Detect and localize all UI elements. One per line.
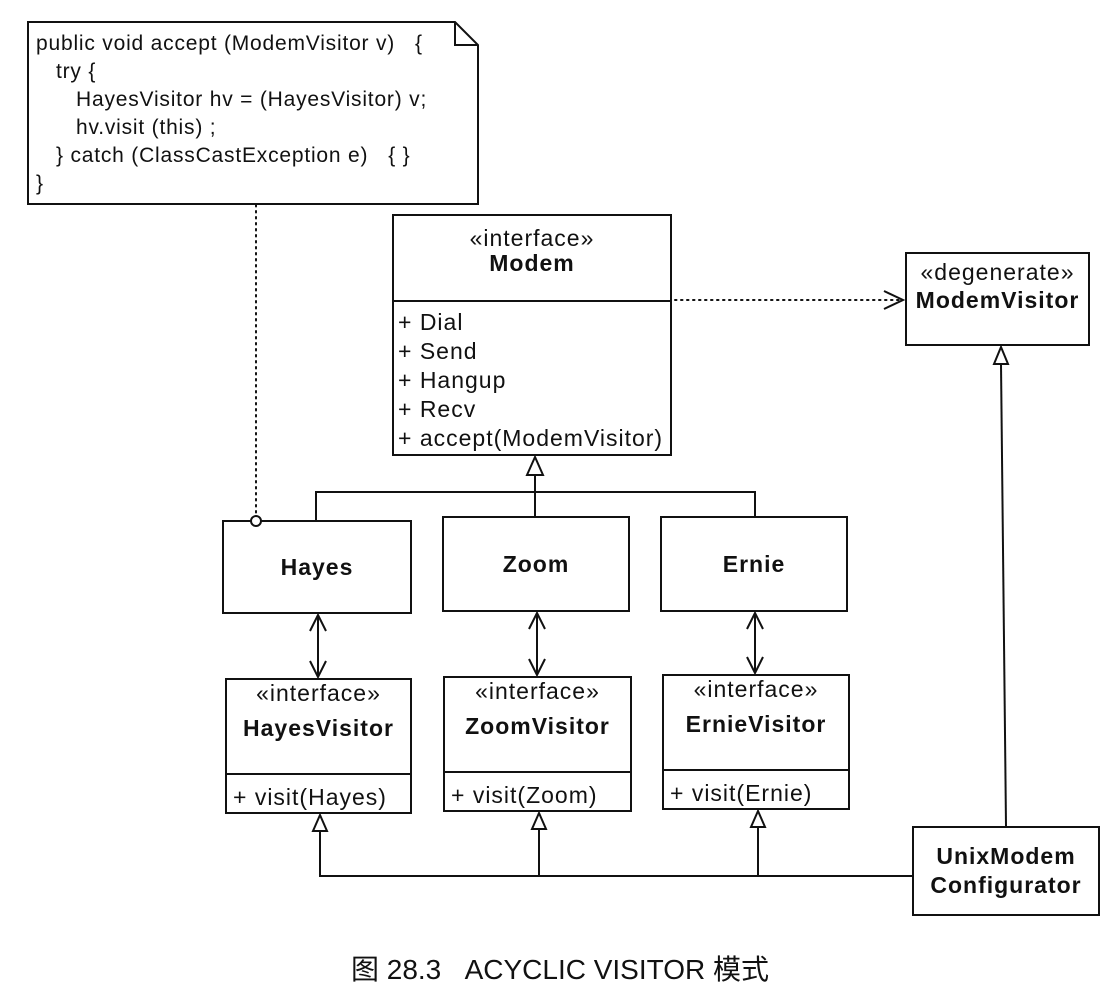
modem-operation-recv: + Recv <box>398 396 477 422</box>
modem-visitor-stereotype: «degenerate» <box>920 259 1075 285</box>
ernie-association-arrowhead-up <box>746 610 764 630</box>
hayes-association-arrowhead-down <box>309 660 327 680</box>
modem-operation-dial: + Dial <box>398 309 464 335</box>
modem-operation-hangup: + Hangup <box>398 367 507 393</box>
modem-class-name: Modem <box>489 250 575 276</box>
modem-operations: + Dial + Send + Hangup + Recv + accept(M… <box>394 300 670 453</box>
note-line: try { <box>56 60 97 83</box>
zoom-visitor-box: «interface» ZoomVisitor + visit(Zoom) <box>443 676 632 812</box>
hayes-visitor-inheritance-arrowhead <box>311 812 329 832</box>
hayes-class-box: Hayes <box>222 520 412 614</box>
zoom-visitor-operations: + visit(Zoom) <box>445 771 630 809</box>
figure-caption: 图 28.3 ACYCLIC VISITOR 模式 <box>350 954 770 985</box>
ernie-association-arrowhead-down <box>746 656 764 676</box>
ernie-visitor-header: «interface» ErnieVisitor <box>664 676 848 769</box>
modem-stereotype: «interface» <box>469 225 595 251</box>
modem-visitor-dependency-arrowhead <box>883 290 906 310</box>
zoom-association-arrowhead-up <box>528 610 546 630</box>
note-line: public void accept (ModemVisitor v) { <box>36 32 423 55</box>
hayes-visitor-stereotype: «interface» <box>256 680 381 706</box>
zoom-visitor-operation: + visit(Zoom) <box>451 782 598 808</box>
zoom-visitor-stereotype: «interface» <box>475 678 600 704</box>
zoom-visitor-inheritance-arrowhead <box>530 810 548 830</box>
zoom-association-arrowhead-down <box>528 658 546 678</box>
modem-operation-send: + Send <box>398 338 478 364</box>
note-line: HayesVisitor hv = (HayesVisitor) v; <box>76 88 428 111</box>
zoom-visitor-class-name: ZoomVisitor <box>465 713 610 739</box>
configurator-name-line-2: Configurator <box>930 872 1082 898</box>
ernie-visitor-box: «interface» ErnieVisitor + visit(Ernie) <box>662 674 850 810</box>
code-note: public void accept (ModemVisitor v) { tr… <box>36 30 427 198</box>
modem-interface-box: «interface» Modem + Dial + Send + Hangup… <box>392 214 672 456</box>
zoom-class-name: Zoom <box>502 550 570 577</box>
modem-visitor-class-name: ModemVisitor <box>915 287 1080 313</box>
modem-visitor-box: «degenerate» ModemVisitor <box>905 252 1090 346</box>
note-folded-corner <box>454 22 478 46</box>
modem-header: «interface» Modem <box>394 216 670 300</box>
hayes-visitor-box: «interface» HayesVisitor + visit(Hayes) <box>225 678 412 814</box>
note-line: hv.visit (this) ; <box>76 116 217 139</box>
ernie-visitor-operations: + visit(Ernie) <box>664 769 848 807</box>
hayes-visitor-operations: + visit(Hayes) <box>227 773 410 811</box>
ernie-class-box: Ernie <box>660 516 848 612</box>
ernie-visitor-inheritance-arrowhead <box>749 808 767 828</box>
hayes-visitor-operation: + visit(Hayes) <box>233 784 387 810</box>
note-line: } <box>36 172 44 195</box>
hayes-class-name: Hayes <box>280 553 354 580</box>
ernie-visitor-stereotype: «interface» <box>693 676 819 702</box>
hayes-visitor-header: «interface» HayesVisitor <box>227 680 410 773</box>
modem-inheritance-arrowhead <box>525 454 545 476</box>
note-line: } catch (ClassCastException e) { } <box>56 144 411 167</box>
modem-visitor-inheritance-stem <box>1000 363 1007 827</box>
ernie-class-name: Ernie <box>722 550 786 577</box>
unix-modem-configurator-box: UnixModem Configurator <box>912 826 1100 916</box>
ernie-visitor-class-name: ErnieVisitor <box>685 711 827 737</box>
hayes-association-arrowhead-up <box>309 612 327 632</box>
ernie-visitor-operation: + visit(Ernie) <box>670 780 813 806</box>
zoom-class-box: Zoom <box>442 516 630 612</box>
configurator-name-line-1: UnixModem <box>936 843 1076 869</box>
hayes-visitor-class-name: HayesVisitor <box>243 715 394 741</box>
zoom-visitor-header: «interface» ZoomVisitor <box>445 678 630 771</box>
modem-operation-accept: + accept(ModemVisitor) <box>398 425 664 451</box>
modem-visitor-inheritance-arrowhead <box>992 344 1010 365</box>
